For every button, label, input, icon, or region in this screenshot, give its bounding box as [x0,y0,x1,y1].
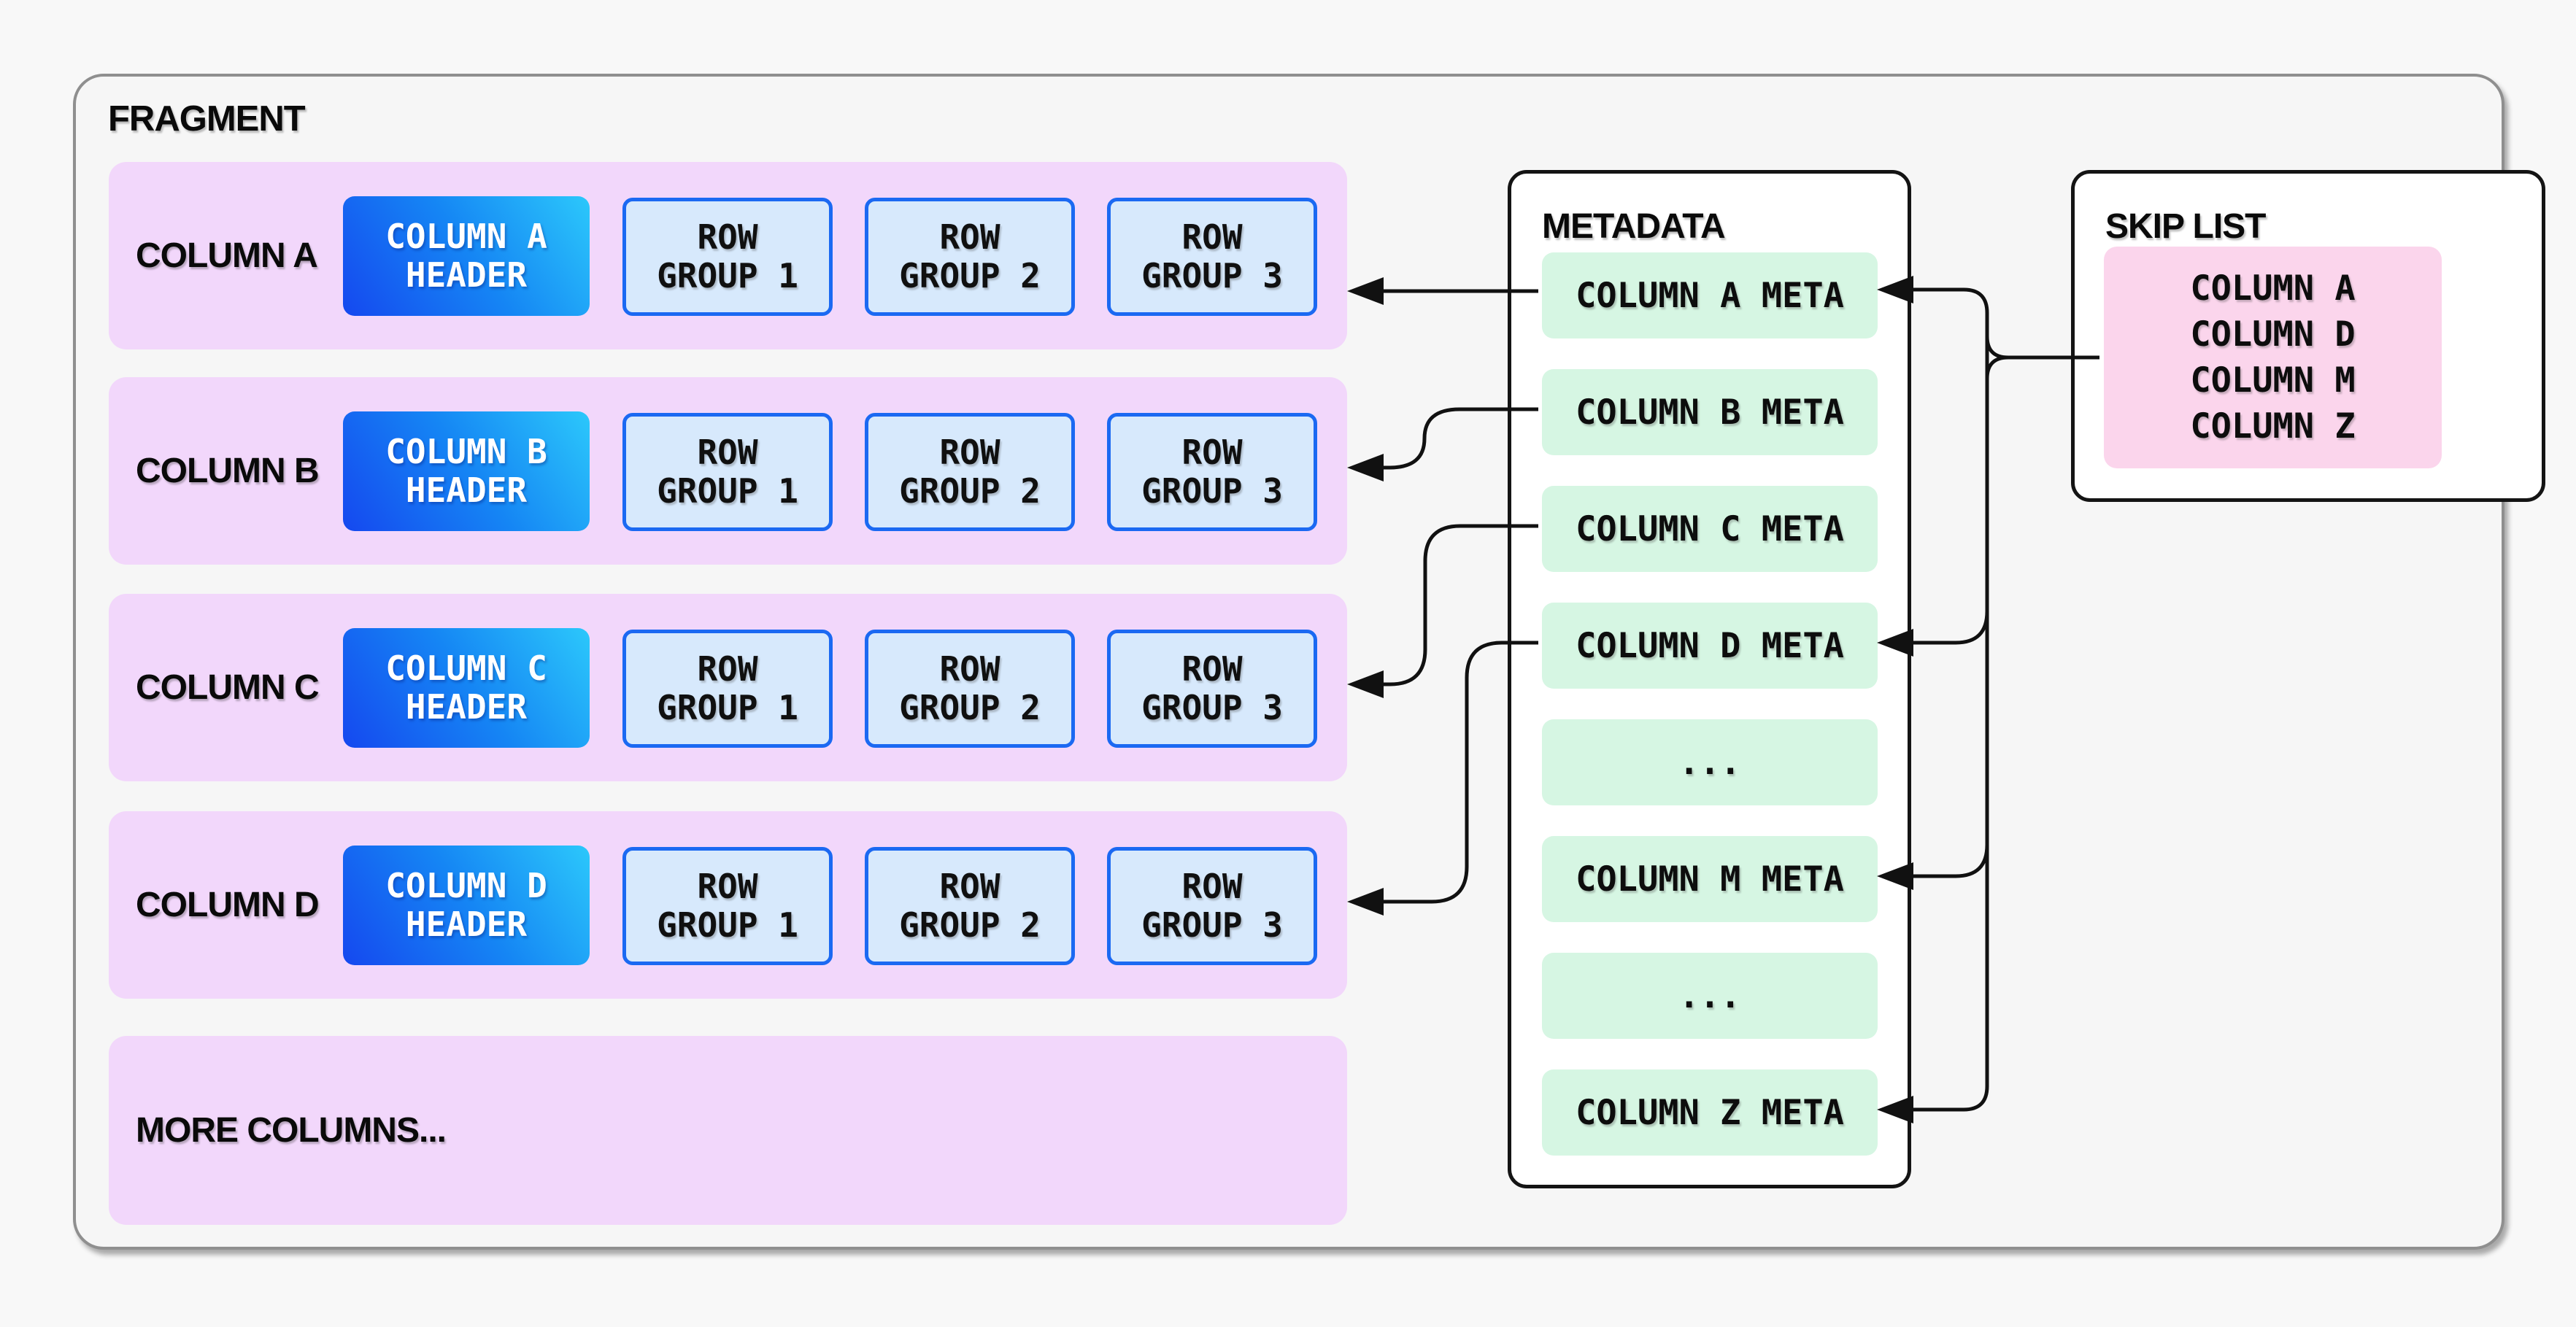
column-c-header-box: COLUMN C HEADER [343,628,590,748]
skip-list-entry-column-m: COLUMN M [2190,360,2356,401]
column-b-header-line2: HEADER [405,471,528,510]
column-row-b: COLUMN B COLUMN B HEADER ROW GROUP 1 ROW… [109,377,1347,565]
row-group-d2-line2: GROUP 2 [899,905,1041,945]
row-group-box-a2: ROW GROUP 2 [865,198,1075,316]
column-a-header-line2: HEADER [405,255,528,295]
metadata-item-column-d-text: COLUMN D META [1576,625,1844,666]
fragment-title: FRAGMENT [108,99,306,139]
row-group-box-d2: ROW GROUP 2 [865,847,1075,965]
row-group-a1-line1: ROW [697,217,758,257]
row-group-b3-line2: GROUP 3 [1141,471,1283,511]
column-a-header-line1: COLUMN A [385,217,547,256]
metadata-title: METADATA [1542,207,1726,246]
column-row-a-label: COLUMN A [136,236,318,275]
metadata-item-column-a-text: COLUMN A META [1576,275,1844,316]
row-group-d3-line2: GROUP 3 [1141,905,1283,945]
row-group-b1-line2: GROUP 1 [657,471,798,511]
metadata-item-column-d: COLUMN D META [1542,603,1878,689]
metadata-item-column-b-text: COLUMN B META [1576,392,1844,433]
row-group-box-b2: ROW GROUP 2 [865,413,1075,531]
metadata-item-column-m-text: COLUMN M META [1576,859,1844,900]
row-group-b3-line1: ROW [1181,433,1243,472]
metadata-item-ellipsis-2-text: ... [1678,975,1741,1016]
skip-list-title: SKIP LIST [2105,207,2266,246]
metadata-item-column-b: COLUMN B META [1542,369,1878,455]
row-group-box-d1: ROW GROUP 1 [622,847,833,965]
metadata-item-column-m: COLUMN M META [1542,836,1878,922]
column-row-d: COLUMN D COLUMN D HEADER ROW GROUP 1 ROW… [109,811,1347,999]
row-group-box-c1: ROW GROUP 1 [622,630,833,748]
row-group-box-c2: ROW GROUP 2 [865,630,1075,748]
row-group-a2-line2: GROUP 2 [899,256,1041,295]
row-group-c3-line1: ROW [1181,649,1243,689]
row-group-box-c3: ROW GROUP 3 [1107,630,1317,748]
fragment-container: FRAGMENT COLUMN A COLUMN A HEADER ROW GR… [73,74,2545,1250]
metadata-item-column-c: COLUMN C META [1542,486,1878,572]
row-group-c2-line1: ROW [939,649,1000,689]
column-c-header-line2: HEADER [405,687,528,727]
column-a-header-box: COLUMN A HEADER [343,196,590,316]
row-group-box-b1: ROW GROUP 1 [622,413,833,531]
row-group-d2-line1: ROW [939,867,1000,906]
column-b-header-line1: COLUMN B [385,432,547,471]
row-group-c2-line2: GROUP 2 [899,688,1041,727]
row-group-box-a1: ROW GROUP 1 [622,198,833,316]
metadata-item-column-a: COLUMN A META [1542,252,1878,338]
skip-list-entry-column-a: COLUMN A [2190,268,2356,309]
metadata-item-ellipsis-1-text: ... [1678,742,1741,783]
more-columns-row: MORE COLUMNS... [109,1036,1347,1225]
row-group-d1-line2: GROUP 1 [657,905,798,945]
skip-list-entry-column-z: COLUMN Z [2190,406,2356,446]
column-b-header-box: COLUMN B HEADER [343,411,590,531]
row-group-d3-line1: ROW [1181,867,1243,906]
row-group-c1-line1: ROW [697,649,758,689]
column-row-a: COLUMN A COLUMN A HEADER ROW GROUP 1 ROW… [109,162,1347,349]
metadata-item-ellipsis-2: ... [1542,953,1878,1039]
row-group-box-b3: ROW GROUP 3 [1107,413,1317,531]
row-group-box-a3: ROW GROUP 3 [1107,198,1317,316]
metadata-item-column-c-text: COLUMN C META [1576,508,1844,549]
column-row-c: COLUMN C COLUMN C HEADER ROW GROUP 1 ROW… [109,594,1347,781]
row-group-c1-line2: GROUP 1 [657,688,798,727]
skip-list-entries-box: COLUMN A COLUMN D COLUMN M COLUMN Z [2104,247,2442,468]
row-group-b2-line1: ROW [939,433,1000,472]
row-group-a3-line1: ROW [1181,217,1243,257]
metadata-panel: METADATA COLUMN A META COLUMN B META COL… [1508,170,1911,1188]
column-d-header-line2: HEADER [405,905,528,944]
row-group-a2-line1: ROW [939,217,1000,257]
row-group-b1-line1: ROW [697,433,758,472]
row-group-a3-line2: GROUP 3 [1141,256,1283,295]
row-group-c3-line2: GROUP 3 [1141,688,1283,727]
metadata-item-column-z: COLUMN Z META [1542,1069,1878,1156]
row-group-b2-line2: GROUP 2 [899,471,1041,511]
row-group-box-d3: ROW GROUP 3 [1107,847,1317,965]
column-d-header-box: COLUMN D HEADER [343,846,590,965]
metadata-item-column-z-text: COLUMN Z META [1576,1092,1844,1133]
metadata-item-ellipsis-1: ... [1542,719,1878,805]
column-d-header-line1: COLUMN D [385,866,547,905]
row-group-d1-line1: ROW [697,867,758,906]
column-row-b-label: COLUMN B [136,452,320,490]
column-row-c-label: COLUMN C [136,668,320,707]
skip-list-entry-column-d: COLUMN D [2190,314,2356,355]
more-columns-label: MORE COLUMNS... [136,1111,447,1150]
column-c-header-line1: COLUMN C [385,649,547,688]
skip-list-panel: SKIP LIST COLUMN A COLUMN D COLUMN M COL… [2071,170,2545,502]
row-group-a1-line2: GROUP 1 [657,256,798,295]
column-row-d-label: COLUMN D [136,886,320,924]
